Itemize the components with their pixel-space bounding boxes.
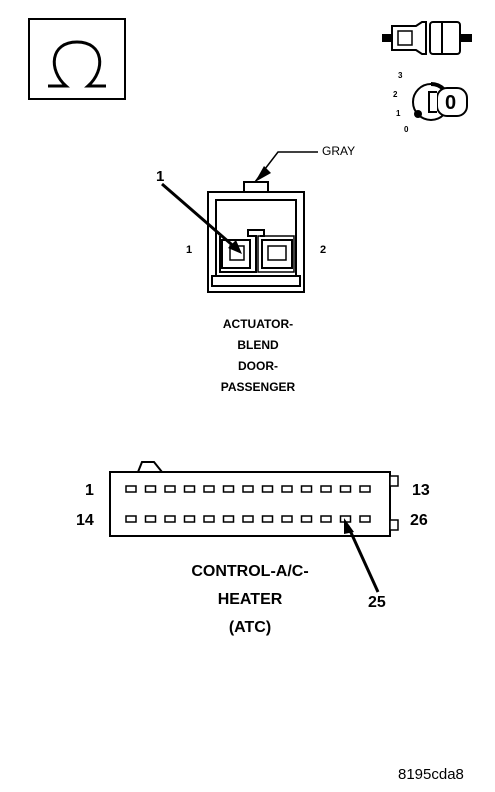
actuator-pin-1-label: 1 xyxy=(186,244,193,256)
connector-pin-grid xyxy=(125,485,371,523)
pin-cavity-13 xyxy=(359,485,371,493)
actuator-name-line-3: DOOR- xyxy=(238,359,278,373)
actuator-name-line-4: PASSENGER xyxy=(220,380,296,394)
control-name-line-3: (ATC) xyxy=(228,619,272,636)
pin-cavity-8 xyxy=(261,485,274,493)
pin-cavity-20 xyxy=(242,515,254,523)
actuator-connector-drawing: GRAY 1 1 2 xyxy=(150,140,370,300)
pin-cavity-14 xyxy=(125,515,137,523)
ignition-position-3: 3 xyxy=(398,71,403,80)
pin-cavity-11 xyxy=(320,485,332,493)
control-callout-number: 25 xyxy=(368,594,386,611)
pin-cavity-6 xyxy=(222,485,235,493)
pin-cavity-21 xyxy=(261,515,274,523)
pin-cavity-17 xyxy=(183,515,196,523)
pin-cavity-15 xyxy=(144,515,157,523)
control-pin-26-label: 26 xyxy=(410,512,428,529)
pin-cavity-16 xyxy=(164,515,176,523)
pin-cavity-5 xyxy=(203,485,215,493)
pin-cavity-26 xyxy=(359,515,371,523)
ohm-meter-icon xyxy=(28,18,126,100)
pin-cavity-22 xyxy=(281,515,293,523)
actuator-name-line-2: BLEND xyxy=(237,338,279,352)
actuator-connector-name: ACTUATOR- BLEND DOOR- PASSENGER xyxy=(180,314,336,398)
ignition-position-2: 2 xyxy=(393,90,398,99)
connector-disconnect-icon xyxy=(382,18,477,58)
actuator-pin-2-label: 2 xyxy=(320,244,327,256)
control-pin-13-label: 13 xyxy=(412,482,430,499)
pin-cavity-3 xyxy=(164,485,176,493)
pin-cavity-12 xyxy=(339,485,352,493)
actuator-name-line-1: ACTUATOR- xyxy=(222,317,294,331)
control-name-line-1: CONTROL-A/C- xyxy=(191,563,309,580)
pin-cavity-19 xyxy=(222,515,235,523)
actuator-callout-number: 1 xyxy=(156,168,165,185)
pin-cavity-9 xyxy=(281,485,293,493)
pin-cavity-1 xyxy=(125,485,137,493)
pin-cavity-10 xyxy=(300,485,313,493)
control-connector-name: CONTROL-A/C- HEATER (ATC) xyxy=(165,558,335,642)
control-pin-1-label: 1 xyxy=(85,482,94,499)
pin-cavity-18 xyxy=(203,515,215,523)
control-name-line-2: HEATER xyxy=(217,591,283,608)
ignition-key-icon: 3 2 1 0 0 xyxy=(393,70,473,140)
control-connector-drawing: 25 xyxy=(100,458,410,618)
wire-color-label: GRAY xyxy=(322,144,356,158)
ignition-key-label: 0 xyxy=(445,92,457,114)
ignition-position-1: 1 xyxy=(396,109,401,118)
pin-cavity-2 xyxy=(144,485,157,493)
figure-id: 8195cda8 xyxy=(398,766,464,783)
control-pin-14-label: 14 xyxy=(76,512,94,529)
pin-cavity-24 xyxy=(320,515,332,523)
pin-cavity-7 xyxy=(242,485,254,493)
ignition-position-0: 0 xyxy=(404,125,409,134)
pin-cavity-4 xyxy=(183,485,196,493)
pin-cavity-23 xyxy=(300,515,313,523)
